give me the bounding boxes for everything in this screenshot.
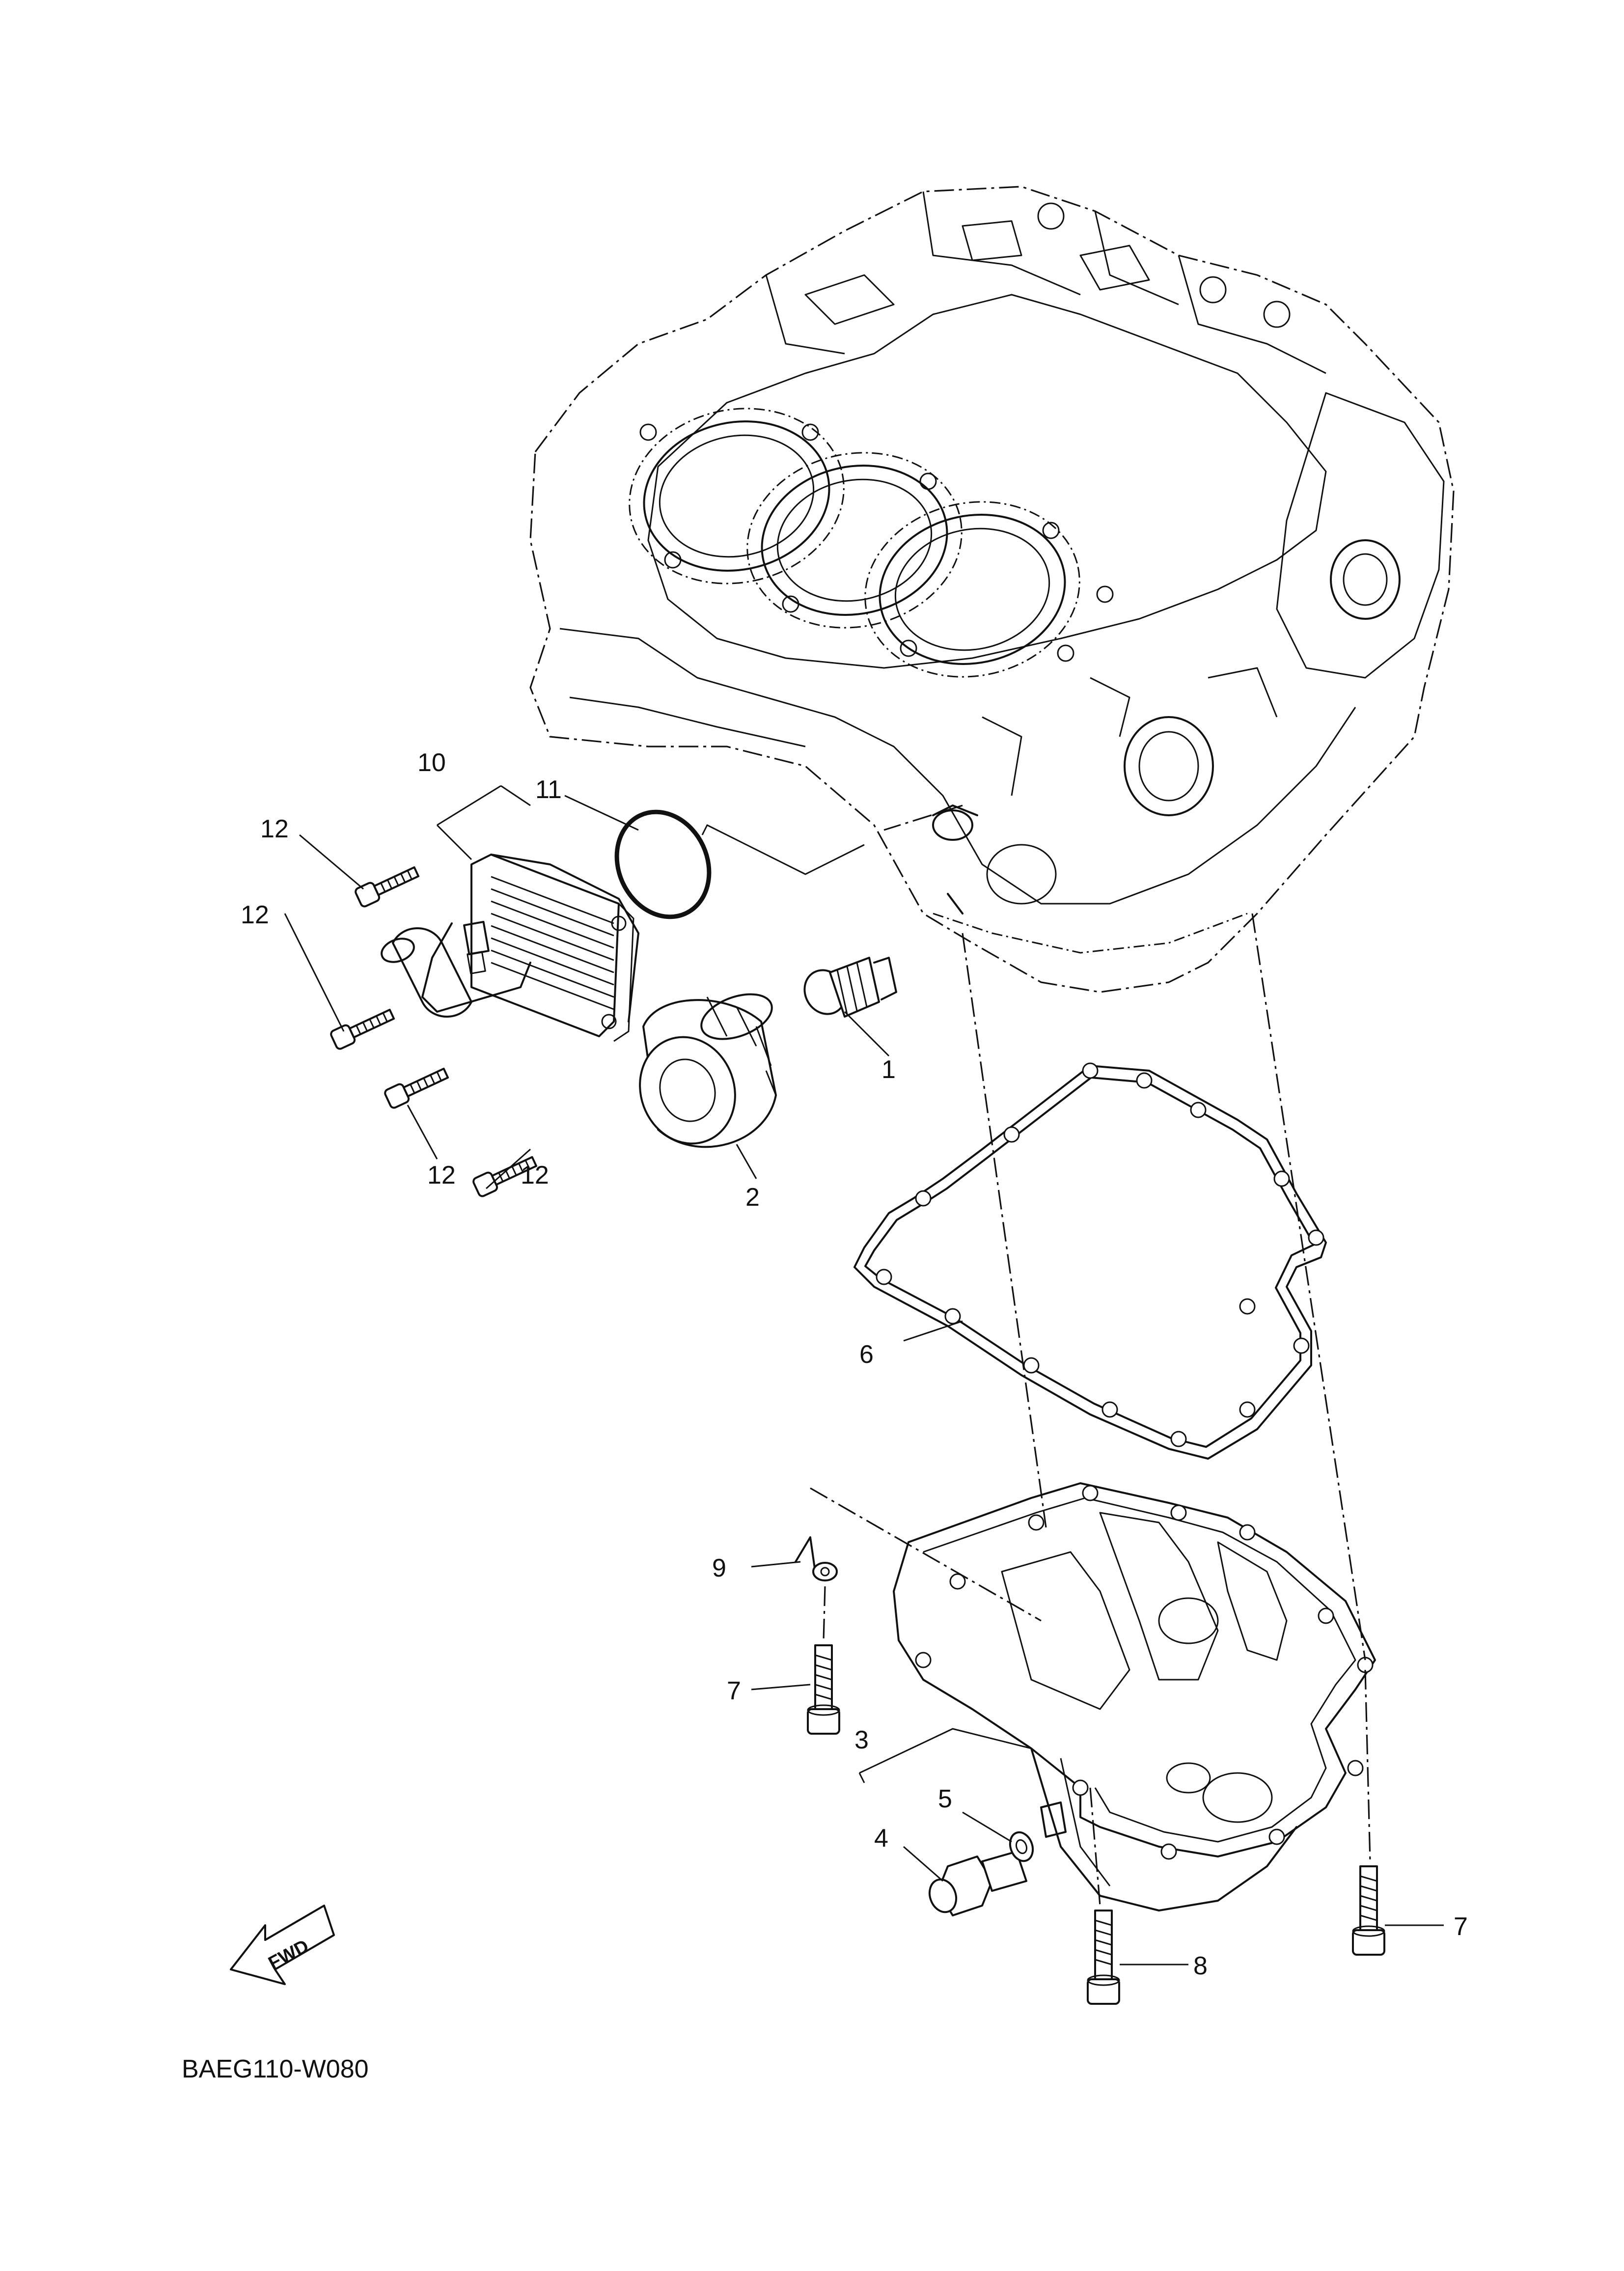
oil-pan-gasket [853,1062,1327,1460]
o-ring [614,809,712,919]
callout-10: 10 [417,748,446,777]
oil-filter [639,993,777,1148]
callout-9: 9 [712,1554,726,1582]
callout-7-left: 7 [727,1677,741,1705]
drain-bolt [928,1851,1027,1916]
callout-1: 1 [881,1055,896,1084]
fwd-arrow: FWD [230,1905,335,1985]
callout-labels: 10 11 12 12 12 12 1 2 6 9 7 3 5 4 8 7 [241,748,1468,1980]
oil-pan [893,1482,1376,1911]
pan-bolt-8 [1087,1910,1120,2005]
oil-cooler [381,854,639,1042]
callout-5: 5 [938,1785,952,1813]
callout-2: 2 [745,1183,760,1212]
fwd-label: FWD [265,1936,312,1974]
callout-8: 8 [1193,1952,1208,1980]
callout-6: 6 [859,1340,874,1369]
assembly-lines [701,804,1371,1906]
pan-bolt-7-right [1352,1865,1385,1956]
leader-lines [284,785,1444,1966]
cooler-bolts [330,866,538,1197]
union-bolt [803,957,897,1018]
engine-crankcase [529,186,1455,993]
callout-12-bottom-left: 12 [427,1161,456,1190]
diagram-code: BAEG110-W080 [182,2055,369,2083]
callout-4: 4 [874,1824,888,1853]
callout-11: 11 [535,775,562,804]
callout-12-bottom-right: 12 [521,1161,549,1190]
clamp [795,1536,838,1581]
callout-12-left: 12 [241,901,269,929]
callout-12-top: 12 [260,815,289,843]
drain-washer [1009,1831,1034,1862]
callout-3: 3 [854,1726,869,1754]
pan-bolt-7-left [807,1644,840,1735]
callout-7-right: 7 [1454,1912,1468,1941]
